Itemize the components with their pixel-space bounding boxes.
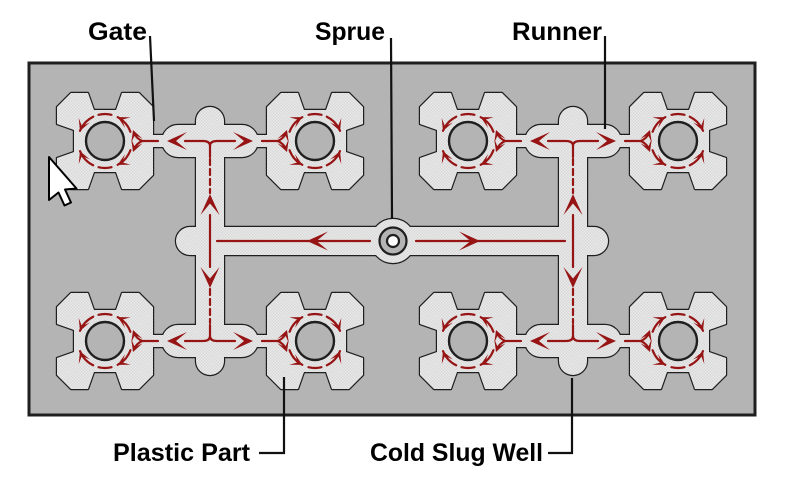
gate-leader-line [148, 35, 156, 122]
cavity-flow-arrows [260, 112, 342, 170]
cavity-flow-arrows [441, 312, 523, 370]
cavity-flow-arrows [78, 312, 160, 370]
cavity-flow-arrows [260, 312, 342, 370]
callout-plastic-part: Plastic Part [113, 439, 251, 467]
callout-gate: Gate [88, 18, 147, 46]
flow-arrows [78, 112, 705, 370]
sprue-leader-line [389, 37, 394, 220]
mouse-pointer-icon [48, 156, 78, 207]
core-hole [447, 320, 489, 362]
core-hole [84, 120, 126, 162]
callout-sprue: Sprue [315, 18, 385, 46]
core-hole [294, 320, 336, 362]
cold-slug-well-leader-line [548, 378, 574, 455]
core-hole [657, 120, 699, 162]
runner-and-cavity-channels [55, 91, 728, 391]
cavity-flow-arrows [623, 312, 705, 370]
sprue-bushing [378, 226, 408, 256]
callout-runner: Runner [512, 18, 602, 46]
core-hole [294, 120, 336, 162]
cavity-flow-arrows [441, 112, 523, 170]
callout-cold-slug-well: Cold Slug Well [370, 439, 543, 467]
cavity-flow-arrows [623, 112, 705, 170]
core-hole [657, 320, 699, 362]
cavity-flow-arrows [78, 112, 160, 170]
plastic-part-leader-line [259, 377, 286, 455]
core-hole [84, 320, 126, 362]
core-hole [447, 120, 489, 162]
